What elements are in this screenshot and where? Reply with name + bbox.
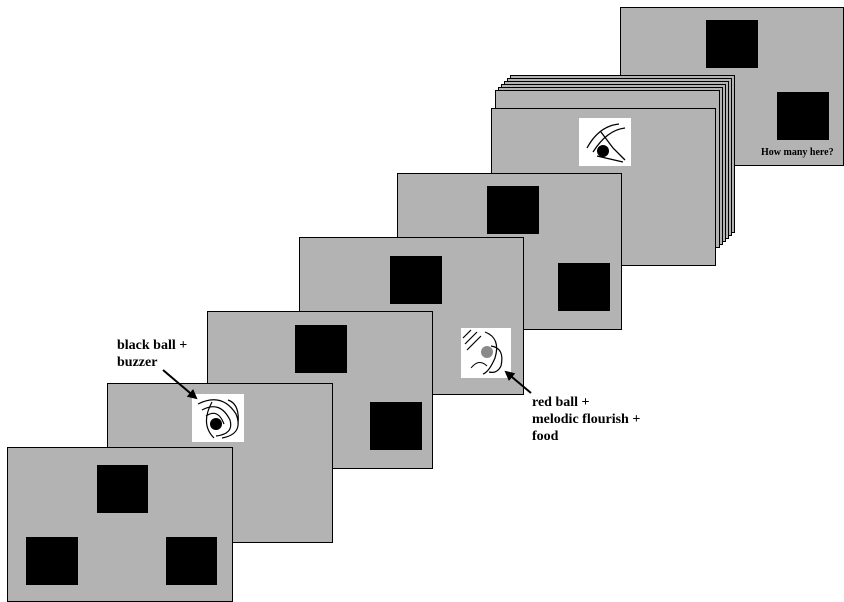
- black-square: [295, 325, 347, 373]
- black-square: [706, 20, 758, 68]
- question-label: How many here?: [761, 147, 834, 158]
- black-square: [97, 465, 148, 513]
- ball-scribble-icon: [579, 118, 631, 166]
- black-square: [166, 537, 217, 585]
- red-ball-scribble-icon: [461, 328, 511, 378]
- frame-1: [7, 447, 233, 602]
- black-square: [777, 92, 829, 140]
- red-ball-label: red ball + melodic flourish + food: [532, 395, 641, 444]
- black-square: [370, 402, 422, 450]
- black-ball-label: black ball + buzzer: [117, 338, 188, 370]
- black-square: [487, 186, 539, 234]
- black-square: [26, 537, 78, 585]
- black-square: [390, 256, 442, 304]
- black-ball-scribble-icon: [192, 394, 244, 442]
- black-square: [558, 263, 610, 311]
